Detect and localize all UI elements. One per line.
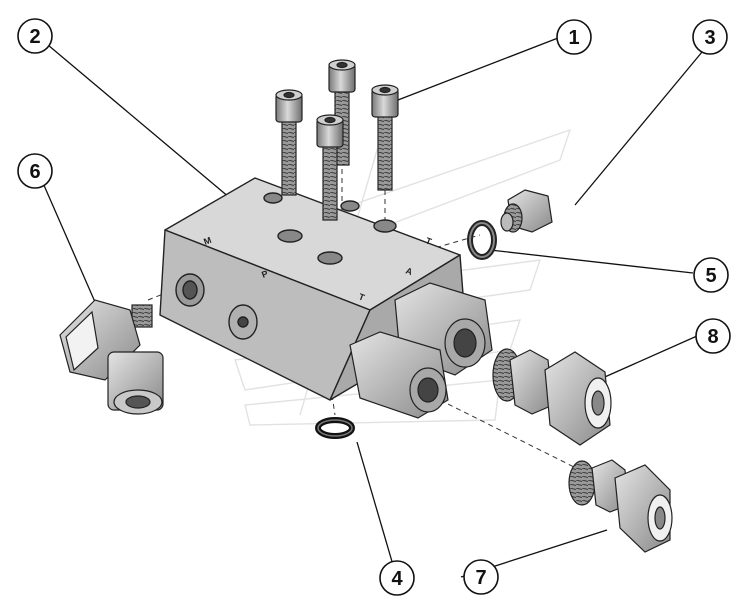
svg-text:4: 4 <box>391 568 403 590</box>
svg-text:2: 2 <box>29 26 40 48</box>
mark-front-left: P <box>260 268 269 279</box>
o-ring-seal <box>467 220 497 260</box>
svg-text:7: 7 <box>475 567 486 589</box>
straight-fitting-8 <box>492 348 612 446</box>
svg-text:1: 1 <box>568 27 579 49</box>
mark-top-left: M <box>202 235 212 247</box>
sealing-washer <box>315 417 355 439</box>
svg-text:3: 3 <box>704 27 715 49</box>
mark-front-right: T <box>357 291 366 302</box>
callout-3: 3 <box>692 19 728 55</box>
mark-front-mid: A <box>404 265 414 277</box>
callout-8: 8 <box>695 318 731 354</box>
cap-screw-3 <box>371 84 399 191</box>
block-port-fittings <box>349 282 493 419</box>
cap-screw-4 <box>316 114 344 221</box>
block-port-markings: M T P A T <box>202 235 433 303</box>
mark-top-right: T <box>424 235 433 246</box>
cap-screw-1 <box>275 89 303 196</box>
callout-7: 7 <box>463 559 499 595</box>
svg-text:8: 8 <box>707 326 718 348</box>
callout-5: 5 <box>693 257 729 293</box>
callout-6: 6 <box>17 153 53 189</box>
cap-screws <box>275 59 399 221</box>
callout-1: 1 <box>556 19 592 55</box>
callout-4: 4 <box>379 560 415 596</box>
svg-text:6: 6 <box>29 161 40 183</box>
port-plug <box>500 189 553 233</box>
callout-2: 2 <box>17 18 53 54</box>
svg-text:5: 5 <box>705 265 716 287</box>
elbow-fitting <box>59 299 164 415</box>
straight-fitting-7 <box>568 459 673 553</box>
